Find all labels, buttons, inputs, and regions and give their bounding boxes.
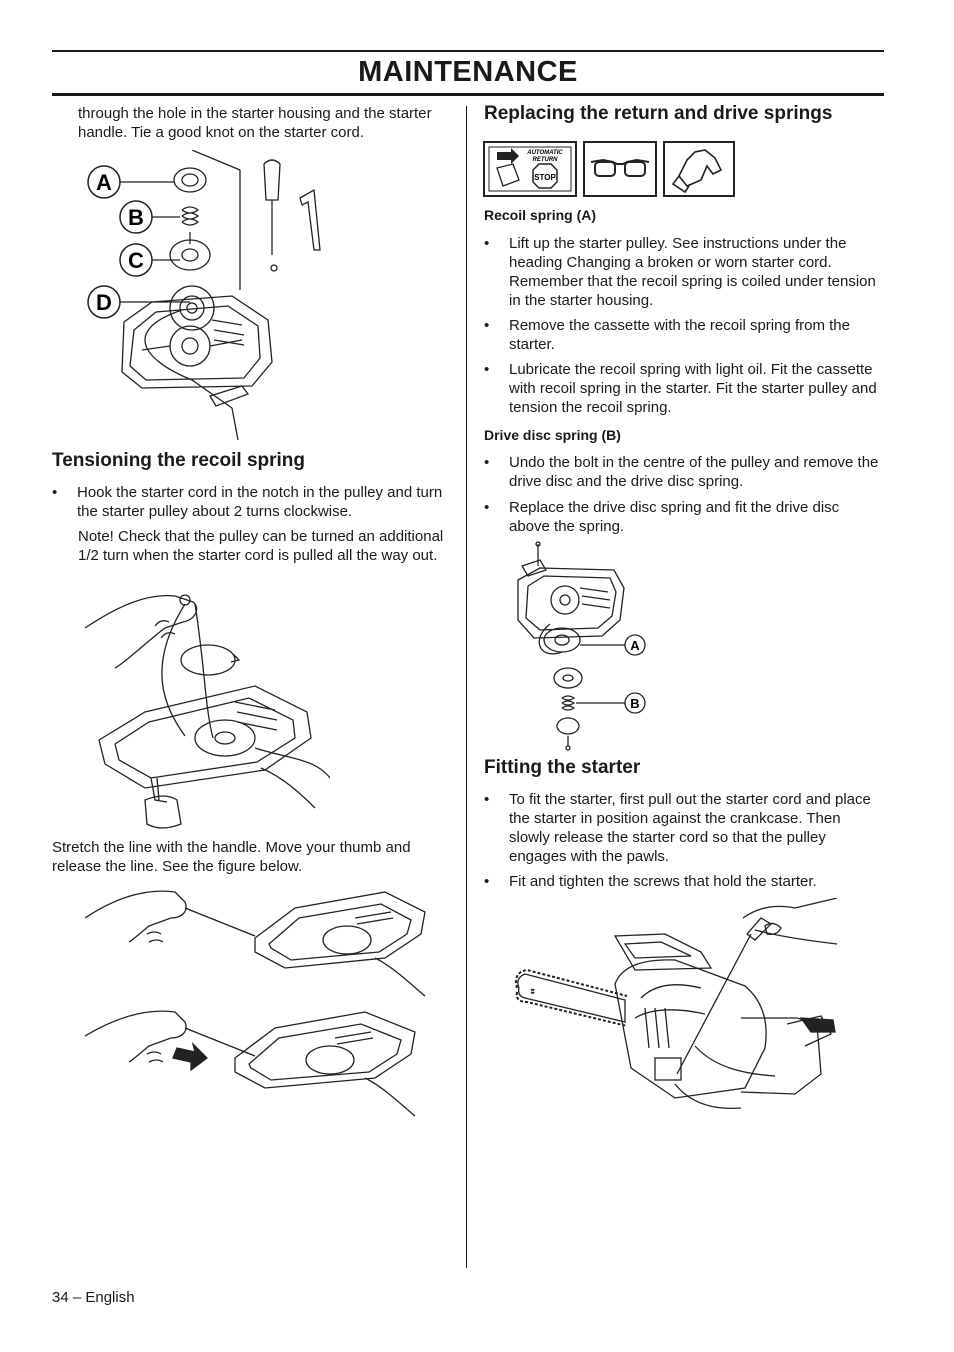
springs-label-b: B (630, 696, 639, 711)
auto-return-stop-icon: AUTOMATIC RETURN STOP (483, 141, 577, 197)
drive-bullet-1-text: Undo the bolt in the centre of the pulle… (509, 454, 879, 490)
fig1-label-a: A (96, 170, 112, 195)
starter-exploded-figure: A B C D (87, 150, 321, 441)
springs-ab-figure: A B (517, 541, 646, 751)
replacing-heading: Replacing the return and drive springs (484, 103, 833, 124)
recoil-bullet-3-text: Lubricate the recoil spring with light o… (509, 361, 877, 416)
tension-pulley-figure (85, 594, 330, 829)
page-footer: 34 – English (52, 1289, 135, 1306)
recoil-bullet-2: • Remove the cassette with the recoil sp… (484, 316, 884, 354)
fig1-label-d: D (96, 290, 112, 315)
header-top-rule (52, 50, 884, 52)
column-divider (466, 106, 467, 1268)
recoil-bullet-1: • Lift up the starter pulley. See instru… (484, 234, 884, 310)
fitting-bullet-1-text: To fit the starter, first pull out the s… (509, 791, 871, 865)
protective-gloves-icon (663, 141, 735, 197)
auto-return-line2: RETURN (533, 157, 559, 163)
fig1-label-b: B (128, 205, 144, 230)
recoil-bullet-2-text: Remove the cassette with the recoil spri… (509, 317, 850, 353)
svg-text:::: :: (531, 989, 535, 995)
header-bottom-rule (52, 93, 884, 96)
auto-return-line1: AUTOMATIC (526, 150, 563, 156)
fitting-bullet-2-text: Fit and tighten the screws that hold the… (509, 873, 817, 890)
intro-text: through the hole in the starter housing … (78, 105, 432, 141)
recoil-heading: Recoil spring (A) (484, 207, 597, 223)
page-title: MAINTENANCE (358, 56, 578, 88)
stretch-text: Stretch the line with the handle. Move y… (52, 839, 411, 875)
fitting-bullet-2: • Fit and tighten the screws that hold t… (484, 872, 884, 891)
chainsaw-fitting-figure: :: (515, 898, 838, 1110)
tension-heading: Tensioning the recoil spring (52, 450, 306, 471)
stop-label: STOP (534, 173, 556, 182)
recoil-bullet-3: • Lubricate the recoil spring with light… (484, 360, 884, 417)
safety-glasses-icon (583, 141, 657, 197)
safety-icons: AUTOMATIC RETURN STOP (483, 141, 735, 197)
drive-heading: Drive disc spring (B) (484, 427, 621, 443)
recoil-bullet-1-text: Lift up the starter pulley. See instruct… (509, 235, 876, 309)
fitting-heading: Fitting the starter (484, 757, 641, 778)
fig1-label-c: C (128, 248, 144, 273)
fitting-bullet-1: • To fit the starter, first pull out the… (484, 790, 884, 866)
stretch-line-figure (85, 890, 426, 1117)
fig1-callouts: A B C D (87, 165, 153, 319)
tension-bullet: • Hook the starter cord in the notch in … (52, 483, 457, 523)
tension-note: Note! Check that the pulley can be turne… (78, 528, 444, 564)
tension-bullet-text: Hook the starter cord in the notch in th… (77, 484, 443, 520)
springs-label-a: A (630, 638, 640, 653)
drive-bullet-2-text: Replace the drive disc spring and fit th… (509, 499, 840, 535)
drive-bullet-2: • Replace the drive disc spring and fit … (484, 498, 884, 536)
drive-bullet-1: • Undo the bolt in the centre of the pul… (484, 453, 884, 491)
